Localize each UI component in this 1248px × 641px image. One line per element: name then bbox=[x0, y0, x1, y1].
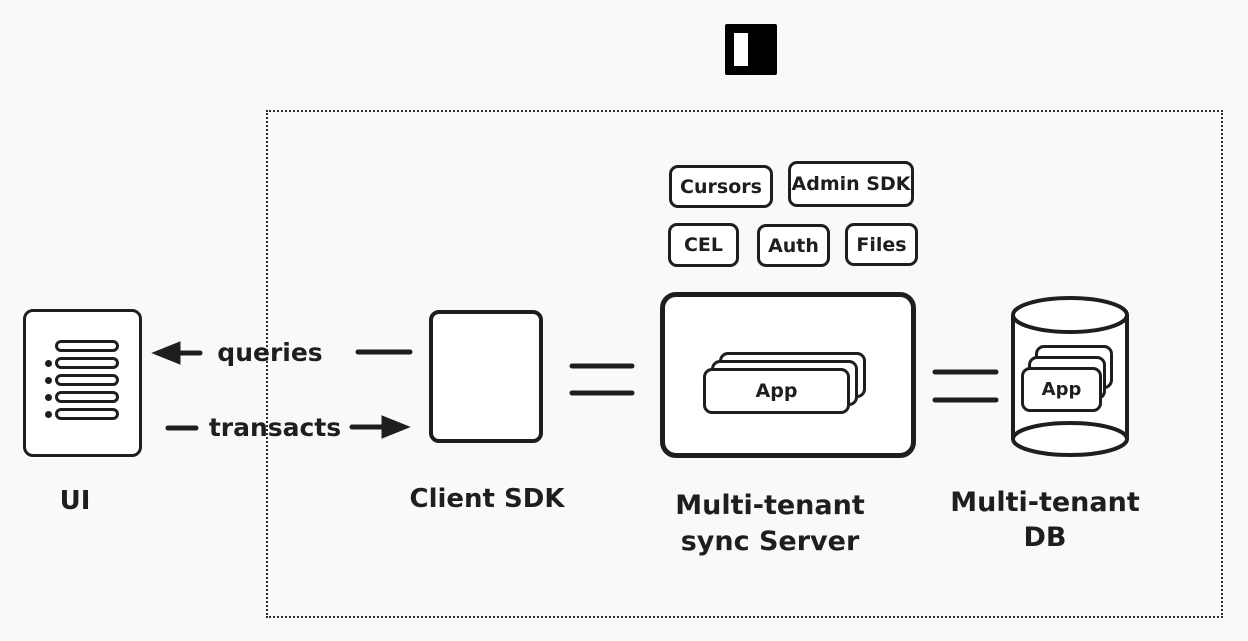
ui-label: UI bbox=[59, 486, 91, 516]
queries-label: queries bbox=[217, 338, 323, 367]
badge-files: Files bbox=[845, 223, 918, 266]
list-row bbox=[45, 340, 119, 352]
list-bar bbox=[55, 357, 119, 369]
db-app-card-front: App bbox=[1021, 367, 1102, 412]
app-card-front: App bbox=[703, 368, 850, 414]
bullet-dot bbox=[45, 393, 52, 401]
sync-server-label-line2: sync Server bbox=[680, 526, 860, 557]
badge-cursors: Cursors bbox=[669, 165, 773, 208]
logo-icon bbox=[725, 24, 777, 75]
bullet-dot bbox=[45, 359, 52, 367]
bullet-dot bbox=[45, 410, 52, 418]
list-bar bbox=[55, 391, 119, 403]
db-label-line1: Multi-tenant bbox=[950, 487, 1140, 518]
list-bar bbox=[55, 408, 119, 420]
logo-bar bbox=[734, 33, 748, 66]
list-row bbox=[45, 357, 119, 369]
list-bar bbox=[55, 374, 119, 386]
list-bar bbox=[55, 340, 119, 352]
db-label-line2: DB bbox=[1023, 522, 1067, 553]
left-arrowhead-icon bbox=[151, 341, 181, 365]
client-sdk-label: Client SDK bbox=[409, 484, 565, 514]
sync-server-label-line1: Multi-tenant bbox=[675, 490, 865, 521]
list-row bbox=[45, 374, 119, 386]
badge-auth: Auth bbox=[757, 224, 830, 267]
backend-boundary bbox=[266, 110, 1223, 618]
badge-admin-sdk: Admin SDK bbox=[788, 161, 914, 207]
badge-cel: CEL bbox=[668, 223, 739, 267]
list-icon bbox=[45, 340, 119, 425]
transacts-label: transacts bbox=[208, 413, 342, 442]
list-row bbox=[45, 391, 119, 403]
list-row bbox=[45, 408, 119, 420]
ui-node bbox=[23, 309, 142, 457]
bullet-dot bbox=[45, 376, 52, 384]
client-sdk-node bbox=[429, 310, 543, 443]
